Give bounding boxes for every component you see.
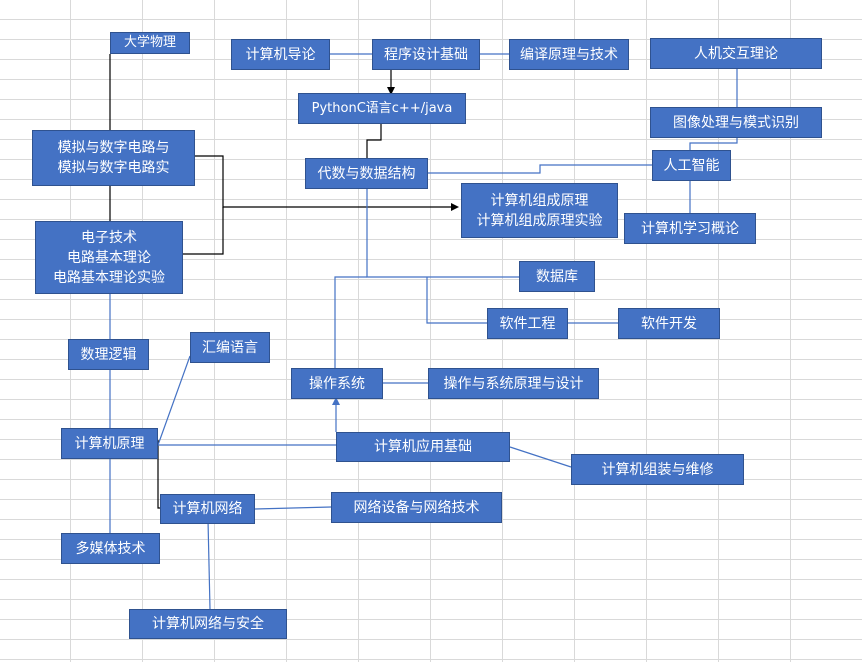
node-text-line: 计算机组成原理 — [490, 192, 589, 209]
node-text-line: 模拟与数字电路与 — [57, 140, 170, 156]
node-text-line: 代数与数据结构 — [317, 165, 416, 182]
node-text-line: 多媒体技术 — [75, 540, 146, 557]
node-text-line: 计算机导论 — [245, 46, 316, 63]
node-wangluo-anquan: 计算机网络与安全 — [129, 609, 287, 639]
link-wangluo-anquan — [207, 519, 211, 610]
node-jisuanji-daolun: 计算机导论 — [231, 39, 330, 70]
link-wangluo-shebei — [254, 506, 332, 510]
node-text-line: 人机交互理论 — [694, 45, 778, 62]
node-duomeiti: 多媒体技术 — [61, 533, 160, 564]
link-caozuo-up — [334, 276, 367, 368]
node-text-line: 计算机组装与维修 — [601, 461, 714, 478]
node-moni-shuzi: 模拟与数字电路与模拟与数字电路实 — [32, 130, 195, 186]
node-bianyi-yuanli: 编译原理与技术 — [509, 39, 629, 70]
node-jisuanji-wangluo: 计算机网络 — [160, 494, 255, 524]
node-text-line: 软件开发 — [641, 315, 697, 332]
node-jisuanji-yuanli: 计算机原理 — [61, 428, 158, 459]
node-text-line: 操作与系统原理与设计 — [443, 375, 584, 392]
node-daxue-wuli: 大学物理 — [110, 32, 190, 54]
node-ruanjian-gongcheng: 软件工程 — [487, 308, 568, 339]
node-text-line: 数据库 — [536, 268, 578, 285]
link-moni-to-zucheng — [195, 155, 459, 211]
node-ruanjian-kaifa: 软件开发 — [618, 308, 720, 339]
node-python-c: PythonC语言c++/java — [298, 93, 466, 124]
node-zucheng-yuanli: 计算机组成原理计算机组成原理实验 — [461, 183, 618, 238]
node-text-line: 计算机学习概论 — [641, 220, 739, 237]
node-text-line: 操作系统 — [309, 375, 365, 392]
node-text-line: 编译原理与技术 — [520, 46, 618, 63]
node-yingyong-jichu: 计算机应用基础 — [336, 432, 510, 462]
link-yingyong-zuzhuang — [509, 446, 572, 468]
node-rengong-zhineng: 人工智能 — [652, 150, 731, 181]
link-zhineng-daishu — [428, 164, 652, 174]
link-shujuku-ruanjian — [426, 277, 487, 324]
node-text-line: 人工智能 — [663, 157, 720, 174]
link-python-to-daishu — [366, 123, 382, 158]
node-text-line: 程序设计基础 — [384, 46, 468, 63]
node-zuzhuang-weixiu: 计算机组装与维修 — [571, 454, 744, 485]
node-text-line: PythonC语言c++/java — [311, 100, 453, 116]
node-shujuku: 数据库 — [519, 261, 595, 292]
node-huibian-yuyan: 汇编语言 — [190, 332, 270, 363]
node-text-line: 汇编语言 — [202, 339, 258, 356]
node-chengxu-sheji: 程序设计基础 — [372, 39, 480, 70]
node-text-line: 模拟与数字电路实 — [57, 160, 170, 176]
node-text-line: 计算机网络 — [172, 501, 243, 517]
node-xitong-yuanli: 操作与系统原理与设计 — [428, 368, 599, 399]
link-tuxiang-zhineng — [689, 137, 738, 150]
link-yuanli-huibian — [157, 355, 191, 446]
node-text-line: 电路基本理论实验 — [53, 269, 165, 286]
node-text-line: 图像处理与模式识别 — [673, 114, 799, 131]
node-text-line: 计算机应用基础 — [374, 439, 472, 455]
node-dianzi-jishu: 电子技术电路基本理论电路基本理论实验 — [35, 221, 183, 294]
node-text-line: 网络设备与网络技术 — [353, 499, 480, 516]
node-text-line: 电子技术 — [81, 229, 137, 246]
node-shuli-luoji: 数理逻辑 — [68, 339, 149, 370]
node-text-line: 数理逻辑 — [80, 346, 137, 363]
link-yuanli-to-wangluo — [157, 440, 160, 509]
node-caozuo-xitong: 操作系统 — [291, 368, 383, 399]
node-text-line: 计算机组成原理实验 — [476, 212, 603, 229]
node-text-line: 计算机网络与安全 — [152, 616, 264, 632]
node-text-line: 大学物理 — [123, 35, 176, 50]
node-tuxiang-chuli: 图像处理与模式识别 — [650, 107, 822, 138]
node-text-line: 计算机原理 — [74, 435, 145, 452]
node-daishu-shuju: 代数与数据结构 — [305, 158, 428, 189]
link-dianzi-to-zucheng — [183, 207, 224, 255]
node-renji-jiaohu: 人机交互理论 — [650, 38, 822, 69]
node-wangluo-shebei: 网络设备与网络技术 — [331, 492, 502, 523]
node-text-line: 软件工程 — [499, 315, 556, 332]
node-xuexi-gailun: 计算机学习概论 — [624, 213, 756, 244]
node-text-line: 电路基本理论 — [67, 249, 151, 266]
